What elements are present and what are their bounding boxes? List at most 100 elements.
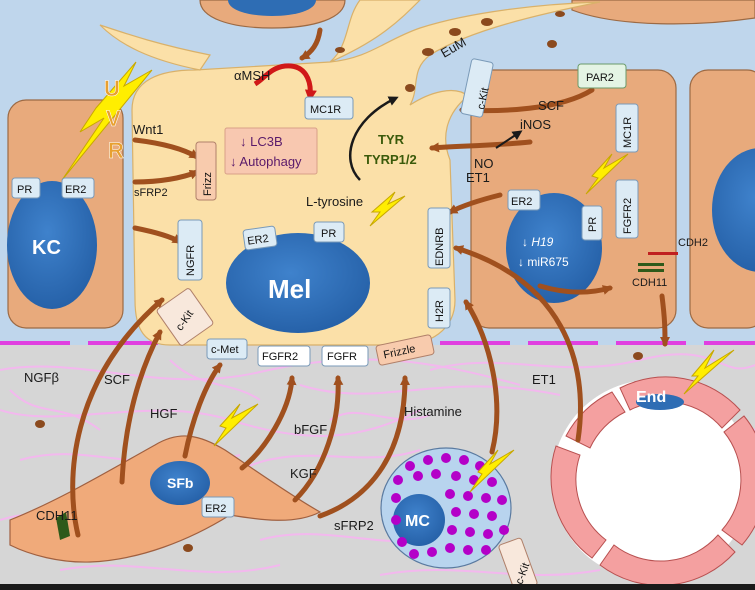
right-cell-nucleus (506, 193, 602, 303)
amsh-arrow (253, 63, 317, 102)
fgfr2-receptor (257, 345, 311, 367)
lightning-bolt-right (585, 153, 629, 195)
frizz-label: Frizz (202, 172, 214, 196)
lightning-bolt-end (683, 349, 735, 395)
uvr-letter-v: V (106, 106, 121, 131)
scf-top-label: SCF (538, 98, 564, 113)
wnt1-label: Wnt1 (133, 122, 163, 137)
cdh11-junction-a (638, 263, 664, 266)
right-er2-receptor (507, 189, 541, 211)
uvr-lightning-bolt-kc (61, 61, 153, 181)
receptors: PR ER2 Frizz NGFR c-Kit c-Met FGFR2 FGFR… (11, 58, 639, 590)
inos-label: iNOS (520, 117, 551, 132)
autophagy-box (224, 127, 318, 175)
signal-arrows (70, 27, 670, 538)
sfb-er2-label: ER2 (205, 503, 226, 515)
kc-pr-receptor (11, 177, 41, 199)
ednrb-label: EDNRB (434, 227, 446, 266)
eum-ckit-receptor (460, 58, 494, 118)
mel-mc1r-label: MC1R (310, 104, 341, 116)
mel-pr-receptor (313, 221, 345, 243)
blood-vessel (550, 376, 755, 586)
cmet-label: c-Met (211, 344, 239, 356)
cdh11-bottom-label: CDH11 (36, 508, 78, 523)
uvr-letter-u: U (104, 76, 120, 101)
kc-pr-label: PR (17, 184, 32, 196)
right-pr-label: PR (587, 217, 599, 232)
h2r-label: H2R (434, 300, 446, 322)
end-label: End (636, 389, 666, 406)
par2-label: PAR2 (586, 72, 614, 84)
top-right-cell (571, 0, 755, 25)
mast-cell (380, 447, 512, 569)
h19-arrow: ↓ (522, 235, 531, 249)
top-cell-nucleus (228, 0, 316, 16)
lc3b-text: ↓ LC3B (240, 134, 283, 149)
right-fgfr2-receptor (615, 179, 639, 239)
kgf-label: KGF (290, 466, 317, 481)
h19-text: ↓ H19 (522, 235, 554, 249)
lightning-bolt-mel (369, 191, 406, 227)
kc-er2-receptor (61, 177, 95, 199)
right-mc1r-label: MC1R (622, 117, 634, 148)
mast-cell-nucleus (393, 494, 445, 546)
fgfr2-label: FGFR2 (262, 351, 298, 363)
ltyrosine-arrow (349, 96, 399, 181)
keratinocyte-nucleus (7, 181, 97, 309)
amsh-label: αMSH (234, 68, 270, 83)
no-label: NO (474, 156, 494, 171)
right-mc1r-receptor (615, 103, 639, 153)
right-fgfr2-label: FGFR2 (622, 198, 634, 234)
signal-labels: αMSH Wnt1 sFRP2 SCF iNOS NO TYR TYRP1/2 … (24, 68, 708, 533)
cdh11-junction-b (638, 269, 664, 272)
melanocyte-nucleus (226, 233, 370, 333)
mc-label: MC (405, 513, 430, 530)
h19-gene: H19 (531, 235, 553, 249)
ngfr-receptor (177, 219, 203, 281)
mel-label: Mel (268, 274, 311, 304)
cmet-receptor (206, 338, 248, 360)
endothelial-nucleus (636, 394, 684, 410)
eum-ckit-label: c-Kit (475, 87, 491, 111)
mel-pr-label: PR (321, 228, 336, 240)
melanocyte-dendrite-top (329, 0, 421, 63)
frizzle-receptor (375, 334, 435, 366)
bottom-border (0, 584, 755, 590)
lightning-bolt-sfb (213, 403, 259, 447)
kc-label: KC (32, 237, 61, 259)
melanocyte-dendrite-left (99, 24, 211, 71)
right-er2-label: ER2 (511, 196, 532, 208)
melanosomes (35, 11, 643, 552)
sfrp2-top-label: sFRP2 (134, 187, 168, 199)
sfb-er2-receptor (201, 496, 235, 518)
bfgf-label: bFGF (294, 422, 327, 437)
inos-arrow (495, 130, 523, 149)
cdh11-right-label: CDH11 (632, 277, 667, 289)
sfrp2-bottom-label: sFRP2 (334, 518, 374, 533)
hgf-label: HGF (150, 406, 178, 421)
tyr-label: TYR (378, 132, 405, 147)
mir675-text: ↓ miR675 (518, 255, 569, 269)
mel-er2-label: ER2 (247, 233, 270, 248)
et1-top-label: ET1 (466, 170, 490, 185)
cdh2-junction (648, 252, 678, 255)
sfb-label: SFb (167, 475, 193, 491)
mel-er2-receptor (242, 225, 278, 251)
histamine-label: Histamine (404, 404, 462, 419)
ngfr-label: NGFR (185, 245, 197, 276)
fgfr-label: FGFR (327, 351, 357, 363)
far-right-nucleus (712, 148, 755, 272)
autophagy-text: ↓ Autophagy (230, 154, 302, 169)
cdh11-bottom-junction (56, 512, 70, 540)
cdh2-label: CDH2 (678, 237, 708, 249)
ltyrosine-label: L-tyrosine (306, 194, 363, 209)
mel-ckit-receptor (156, 288, 214, 346)
mel-mc1r-receptor (304, 96, 354, 120)
et1-bottom-label: ET1 (532, 372, 556, 387)
scf-bottom-label: SCF (104, 372, 130, 387)
mast-cell-granules (391, 453, 509, 559)
lightning-bolt-mc (469, 449, 515, 493)
ednrb-receptor (427, 207, 451, 269)
